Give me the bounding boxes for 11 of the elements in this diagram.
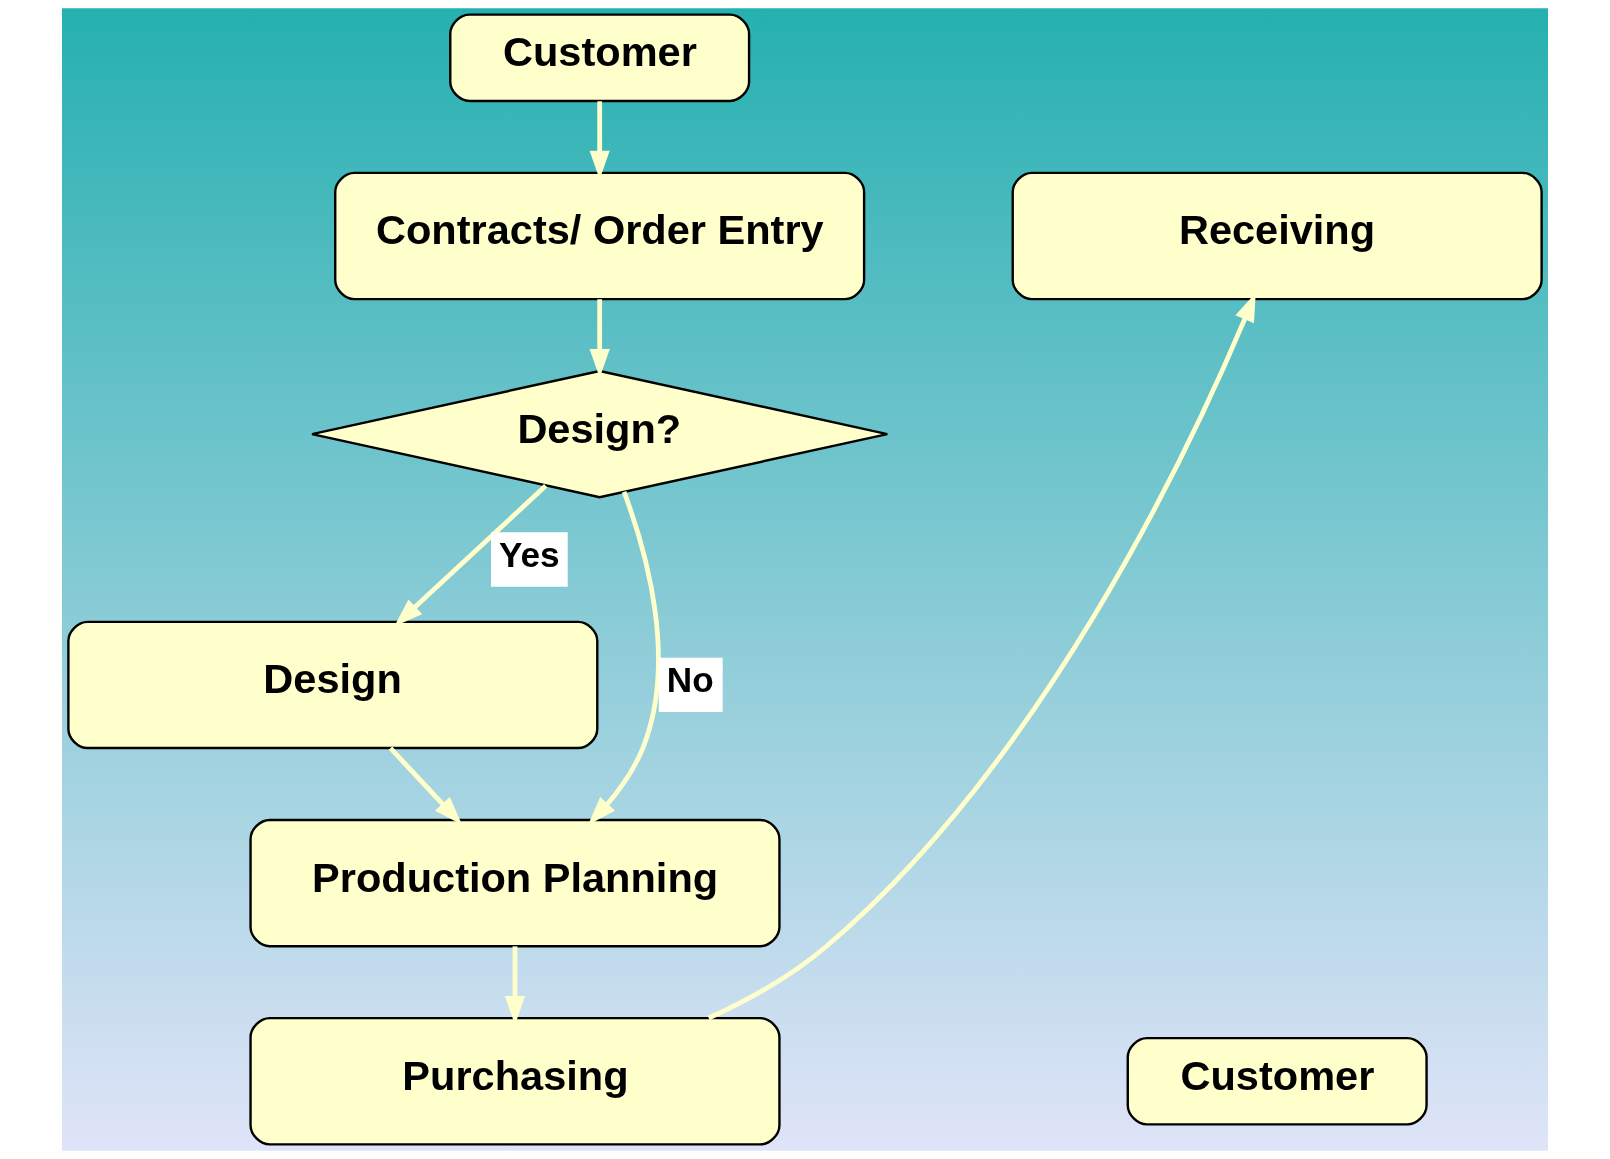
edge-label: No	[666, 660, 714, 700]
node-box: Production Planning	[249, 818, 781, 948]
node-box: Design	[67, 620, 599, 750]
arrow	[388, 746, 463, 825]
node-diamond: Design?	[310, 369, 889, 499]
node-box: Receiving	[1011, 171, 1543, 301]
node-box: Purchasing	[249, 1016, 781, 1146]
edge-label: Yes	[499, 534, 560, 574]
node-box: Customer	[1126, 1036, 1428, 1126]
node-box: Customer	[449, 13, 751, 103]
node-box: Contracts/ Order Entry	[334, 171, 866, 301]
